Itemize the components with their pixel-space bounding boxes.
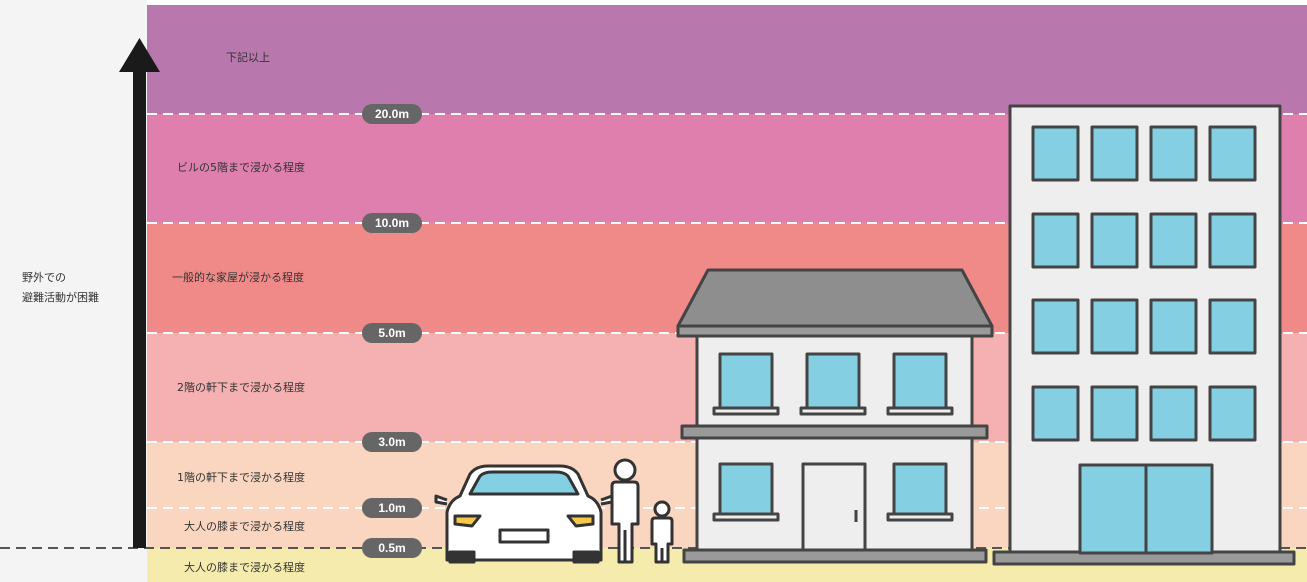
side-note-line-2: 避難活動が困難 (22, 288, 99, 308)
side-note: 野外での 避難活動が困難 (22, 268, 99, 308)
band-label-10-20m: ビルの5階まで浸かる程度 (177, 162, 305, 173)
band-label-above-20m: 下記以上 (226, 52, 270, 63)
marker-05m: 0.5m (362, 538, 422, 558)
marker-5m-text: 5.0m (378, 326, 405, 340)
band-label-below-05m: 大人の膝まで浸かる程度 (184, 562, 305, 573)
band-above-20m (147, 5, 1307, 114)
band-label-05-1m: 大人の膝まで浸かる程度 (184, 521, 305, 532)
marker-10m: 10.0m (362, 213, 422, 233)
marker-20m: 20.0m (362, 104, 422, 124)
marker-05m-text: 0.5m (378, 541, 405, 555)
band-label-1-3m: 1階の軒下まで浸かる程度 (177, 472, 305, 483)
house-illustration (678, 270, 992, 562)
band-label-3-5m: 2階の軒下まで浸かる程度 (177, 382, 305, 393)
marker-5m: 5.0m (362, 323, 422, 343)
band-label-5-10m: 一般的な家屋が浸かる程度 (172, 272, 304, 283)
side-note-line-1: 野外での (22, 268, 99, 288)
marker-1m: 1.0m (362, 498, 422, 518)
marker-1m-text: 1.0m (378, 501, 405, 515)
marker-10m-text: 10.0m (375, 216, 409, 230)
marker-20m-text: 20.0m (375, 107, 409, 121)
building-illustration (994, 106, 1294, 564)
marker-3m-text: 3.0m (378, 435, 405, 449)
marker-3m: 3.0m (362, 432, 422, 452)
